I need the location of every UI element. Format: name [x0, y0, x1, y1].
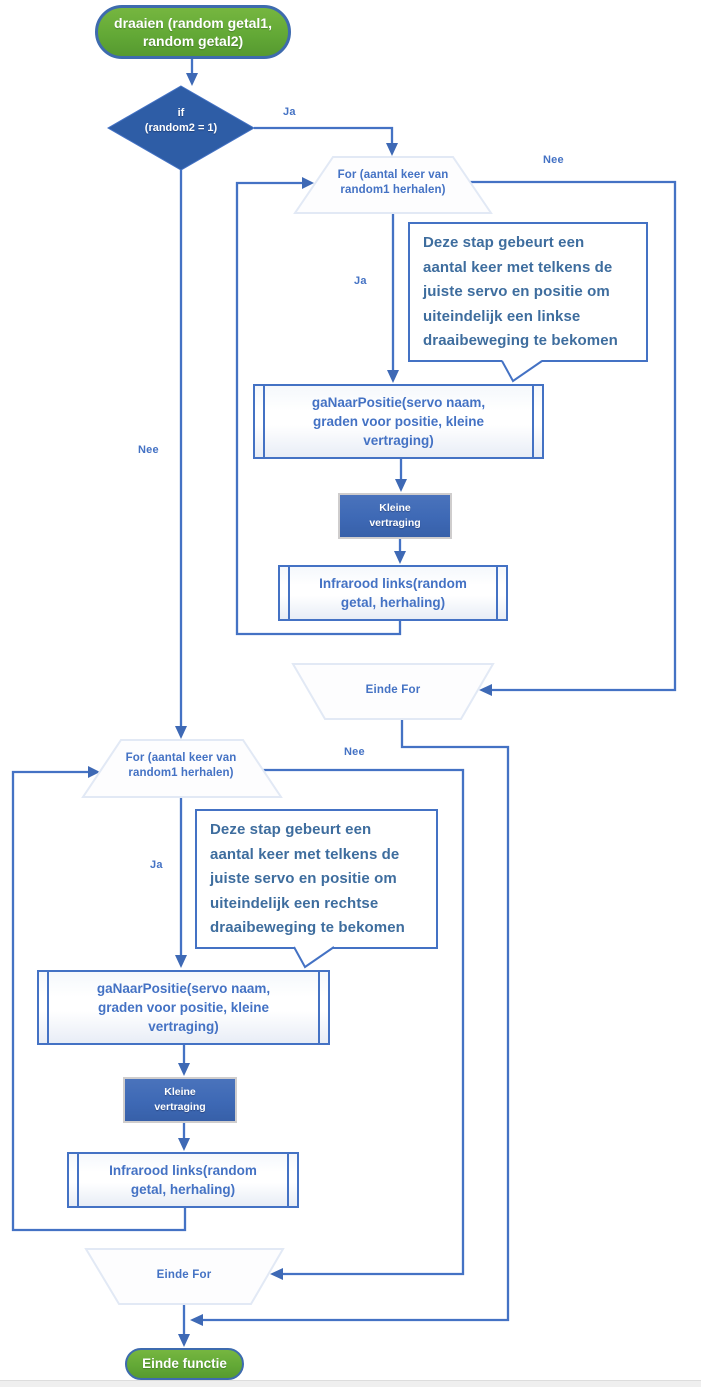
arrowhead [175, 955, 187, 968]
start-node: draaien (random getal1, random getal2) [95, 5, 291, 59]
arrowhead [175, 726, 187, 739]
edge-label-nee-left: Nee [138, 444, 159, 456]
callout-tail [293, 946, 335, 969]
callout-line: juiste servo en positie om [210, 870, 397, 887]
start-node-label: random getal2) [142, 33, 244, 49]
go-to-position-label: vertraging) [148, 1019, 219, 1034]
small-delay-label: Kleine [164, 1086, 196, 1098]
for-loop-1: For (aantal keer van random1 herhalen) [313, 168, 473, 198]
infrared-links-1: Infrarood links(random getal, herhaling) [278, 565, 508, 621]
arrowhead [479, 684, 492, 696]
callout-line: draaibeweging te bekomen [423, 332, 618, 349]
go-to-position-label: gaNaarPositie(servo naam, [311, 395, 486, 410]
go-to-position-2: gaNaarPositie(servo naam, graden voor po… [37, 970, 330, 1045]
decision-label: if [177, 107, 185, 119]
callout-line: juiste servo en positie om [423, 283, 610, 300]
infrared-links-2: Infrarood links(random getal, herhaling) [67, 1152, 299, 1208]
decision-label: (random2 = 1) [144, 121, 218, 134]
go-to-position-label: gaNaarPositie(servo naam, [96, 981, 271, 996]
arrowhead [394, 551, 406, 564]
edge-label-nee-top: Nee [543, 154, 564, 166]
infrared-label: Infrarood links(random [319, 576, 467, 591]
decision-diamond: if (random2 = 1) [116, 106, 246, 135]
infrared-label: Infrarood links(random [109, 1163, 257, 1178]
go-to-position-label: graden voor positie, kleine [97, 1000, 270, 1015]
for-loop-1-label: For (aantal keer van [337, 169, 449, 181]
arrowhead [387, 370, 399, 383]
callout-tail [501, 360, 543, 383]
edge-label-ja-top: Ja [283, 106, 296, 118]
end-node-label: Einde functie [142, 1356, 227, 1371]
callout-line: uiteindelijk een rechtse [210, 894, 379, 912]
page-bottom-edge [0, 1380, 701, 1387]
go-to-position-label: graden voor positie, kleine [312, 414, 485, 429]
edge-label-ja-loop2: Ja [150, 859, 163, 871]
callout-line: aantal keer met telkens de [423, 258, 613, 276]
callout-right-turn-note: Deze stap gebeurt een aantal keer met te… [195, 809, 438, 949]
arrowhead [386, 143, 398, 156]
decision-diamond-shape [106, 85, 256, 171]
edge-label-ja-loop1: Ja [354, 275, 367, 287]
callout-line: uiteindelijk een linkse [423, 307, 581, 325]
infrared-label: getal, herhaling) [130, 1182, 236, 1197]
end-for-1-shape [291, 663, 495, 720]
edge-ja-top [254, 126, 394, 146]
callout-line: draaibeweging te bekomen [210, 919, 405, 936]
edge-nee-top-to-endfor1 [470, 180, 677, 692]
small-delay-label: Kleine [379, 502, 411, 514]
edge-loopback2 [11, 770, 187, 1232]
small-delay-label: vertraging [154, 1101, 206, 1113]
callout-line: aantal keer met telkens de [210, 845, 400, 863]
for-loop-2-label: random1 herhalen) [128, 767, 234, 779]
for-loop-1-shape [293, 156, 493, 214]
infrared-label: getal, herhaling) [340, 595, 446, 610]
arrowhead [395, 479, 407, 492]
for-loop-1-label: random1 herhalen) [340, 184, 446, 196]
for-loop-2-label: For (aantal keer van [125, 752, 237, 764]
small-delay-label: vertraging [369, 517, 421, 529]
for-loop-2-shape [81, 739, 283, 798]
edge-endfor1-to-join [201, 719, 510, 1322]
arrowhead [178, 1334, 190, 1347]
end-for-2-shape [84, 1248, 285, 1305]
for-loop-2: For (aantal keer van random1 herhalen) [101, 751, 261, 781]
end-node: Einde functie [125, 1348, 244, 1380]
arrowhead [88, 766, 100, 778]
arrowhead [302, 177, 314, 189]
end-for-1-label: Einde For [365, 684, 421, 696]
end-for-2-label: Einde For [156, 1269, 212, 1281]
edge-nee-mid-to-endfor2 [263, 768, 465, 1276]
small-delay-2: Kleine vertraging [123, 1077, 237, 1123]
arrowhead [270, 1268, 283, 1280]
edge-loopback1 [235, 181, 402, 636]
arrowhead [178, 1138, 190, 1151]
go-to-position-label: vertraging) [363, 433, 434, 448]
small-delay-1: Kleine vertraging [338, 493, 452, 539]
arrowhead [186, 73, 198, 86]
edge-label-nee-loop2: Nee [344, 746, 365, 758]
callout-line: Deze stap gebeurt een [210, 821, 372, 838]
arrowhead [178, 1063, 190, 1076]
callout-left-turn-note: Deze stap gebeurt een aantal keer met te… [408, 222, 648, 362]
go-to-position-1: gaNaarPositie(servo naam, graden voor po… [253, 384, 544, 459]
arrowhead [190, 1314, 203, 1326]
start-node-label: draaien (random getal1, [114, 15, 272, 31]
callout-line: Deze stap gebeurt een [423, 234, 585, 251]
